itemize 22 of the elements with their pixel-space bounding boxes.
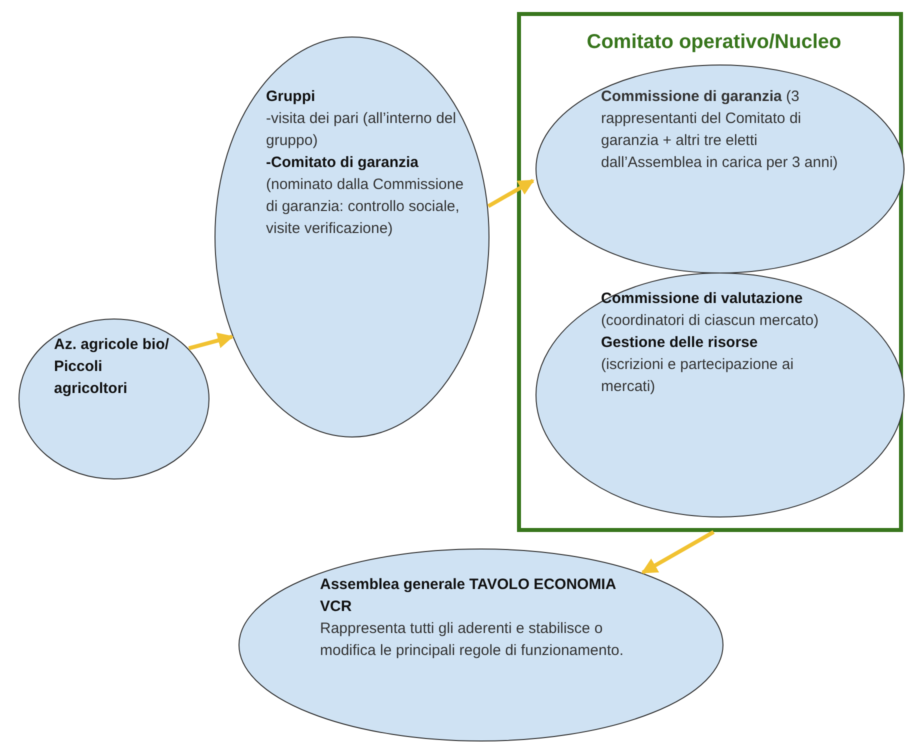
arrow xyxy=(188,332,234,350)
node-text: Assemblea generale TAVOLO ECONOMIA VCR xyxy=(320,575,617,617)
node-text: Commissione di valutazione xyxy=(601,289,804,309)
node-text: Commissione di garanzia (3 rappresentanti del Comitato di garanzia + altri tre eletti dall’Assemblea in carica per 3 anni) xyxy=(601,87,839,173)
node-text: (iscrizioni e partecipazione ai mercati) xyxy=(601,355,795,397)
ellipse-node xyxy=(535,272,905,518)
node-text: Rappresenta tutti gli aderenti e stabilisce o modifica le principali regole di funzionamento. xyxy=(320,619,625,661)
node-text: Az. agricole bio/ Piccoli agricoltori xyxy=(54,335,170,399)
ellipse-node xyxy=(238,548,724,742)
arrow xyxy=(487,178,534,208)
node-text: Gruppi xyxy=(266,87,316,107)
node-text: -Comitato di garanzia xyxy=(266,153,420,173)
ellipse-node xyxy=(214,36,490,438)
arrow xyxy=(641,530,715,574)
group-title: Comitato operativo/Nucleo xyxy=(586,30,842,54)
ellipse-node xyxy=(18,318,210,480)
node-text: (coordinatori di ciascun mercato) xyxy=(601,311,820,331)
group-frame xyxy=(517,12,903,532)
ellipse-node xyxy=(535,64,905,274)
node-text: Gestione delle risorse xyxy=(601,333,759,353)
node-text: (nominato dalla Commissione di garanzia: controllo sociale, visite verificazione) xyxy=(266,175,465,239)
node-text: -visita dei pari (all’interno del gruppo) xyxy=(266,109,458,151)
